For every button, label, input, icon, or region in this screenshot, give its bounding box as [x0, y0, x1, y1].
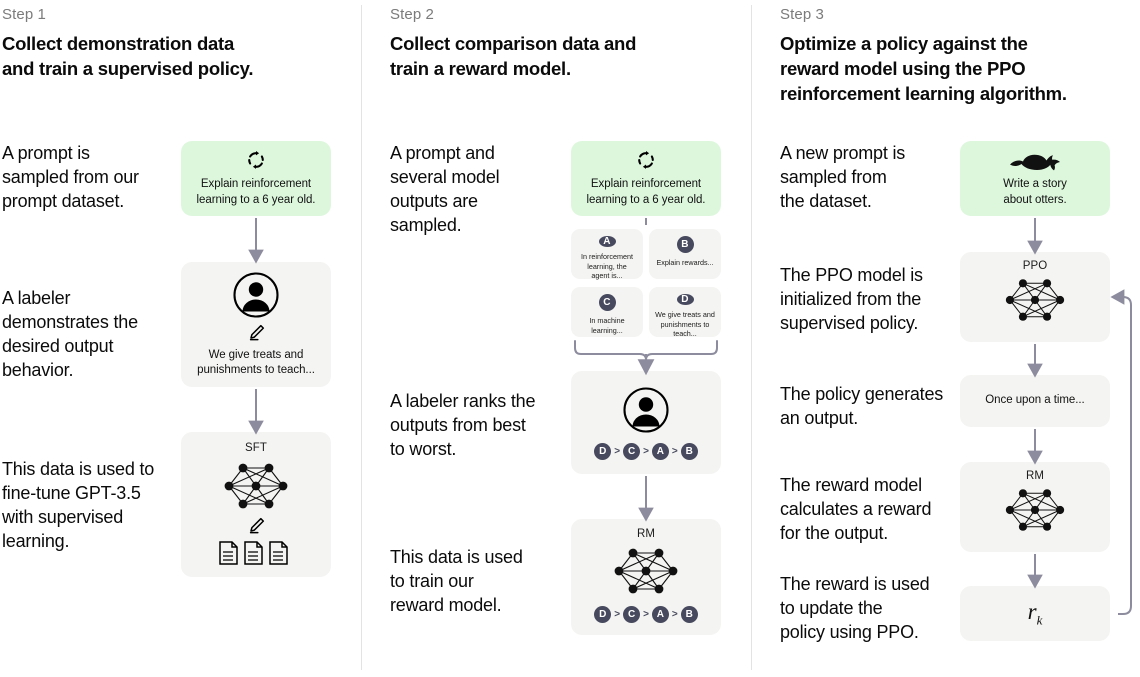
rank-badge-2: C [623, 442, 641, 460]
option-card-c[interactable]: C In machine learning... [571, 287, 643, 337]
rm-rank-badge-2: C [623, 606, 641, 623]
pencil-icon [247, 323, 266, 342]
step-3-title: Optimize a policy against the reward mod… [780, 33, 1067, 104]
step-2-title: Collect comparison data and train a rewa… [390, 33, 637, 79]
step-2-column: Step 2 Collect comparison data and train… [390, 0, 751, 677]
step-1-labeler-text: We give treats and punishments to teach.… [197, 348, 315, 376]
step-2-prompt-text: Explain reinforcement learning to a 6 ye… [586, 178, 706, 206]
step-2-rm-box[interactable]: RM [571, 519, 721, 635]
rank-badge-4: B [680, 442, 698, 460]
step-2-ranking-row: D > C > A > B [594, 442, 698, 460]
step-2-prompt-box[interactable]: Explain reinforcement learning to a 6 ye… [571, 141, 721, 216]
step-3-output-box[interactable]: Once upon a time... [960, 375, 1110, 427]
option-badge-d: D [676, 294, 694, 305]
option-text-b: Explain rewards... [656, 258, 714, 267]
option-card-b[interactable]: B Explain rewards... [649, 229, 721, 279]
pencil-icon [247, 516, 266, 535]
step-2-caption-1: A prompt and several model outputs are s… [390, 143, 500, 235]
column-divider-1 [361, 5, 362, 670]
step-3-column: Step 3 Optimize a policy against the rew… [780, 0, 1140, 677]
step-3-rm-box[interactable]: RM [960, 462, 1110, 552]
option-text-c: In machine learning... [589, 316, 625, 335]
option-badge-c: C [598, 294, 616, 311]
option-card-a[interactable]: A In reinforcement learning, the agent i… [571, 229, 643, 281]
step-3-prompt-box[interactable]: Write a story about otters. [960, 141, 1110, 216]
neural-network-icon [1000, 274, 1070, 326]
step-3-ppo-box[interactable]: PPO [960, 252, 1110, 342]
rank-separator-1: > [614, 445, 621, 457]
step-3-reward-box[interactable]: rk [960, 586, 1110, 641]
rm-rank-badge-1: D [594, 606, 612, 623]
step-1-caption-2: A labeler demonstrates the desired outpu… [2, 288, 138, 380]
option-text-a: In reinforcement learning, the agent is.… [581, 252, 633, 281]
step-1-caption-1: A prompt is sampled from our prompt data… [2, 143, 139, 211]
rank-badge-1: D [594, 442, 612, 460]
option-badge-a: A [598, 236, 616, 247]
step-3-caption-5: The reward is used to update the policy … [780, 574, 930, 642]
step-3-caption-3: The policy generates an output. [780, 384, 944, 428]
step-3-caption-1: A new prompt is sampled from the dataset… [780, 143, 906, 211]
refresh-cycle-icon [635, 149, 657, 171]
reward-symbol-subscript: k [1036, 612, 1043, 628]
neural-network-icon [609, 543, 683, 599]
step-1-caption-3: This data is used to fine-tune GPT-3.5 w… [2, 459, 155, 551]
rank-separator-3: > [671, 445, 678, 457]
step-1-title: Collect demonstration data and train a s… [2, 33, 254, 79]
step-1-prompt-box[interactable]: Explain reinforcement learning to a 6 ye… [181, 141, 331, 216]
step-1-labeler-box[interactable]: We give treats and punishments to teach.… [181, 262, 331, 387]
step-1-label: Step 1 [2, 6, 46, 23]
step-2-caption-3: This data is used to train our reward mo… [390, 547, 523, 615]
step-1-sft-title: SFT [244, 442, 268, 454]
documents-icon [218, 540, 294, 566]
step-2-labeler-rank-box[interactable]: D > C > A > B [571, 371, 721, 474]
otter-icon [1008, 149, 1062, 173]
person-icon [622, 386, 670, 434]
neural-network-icon [219, 458, 293, 514]
column-divider-2 [751, 5, 752, 670]
option-card-d[interactable]: D We give treats and punishments to teac… [649, 287, 721, 339]
rm-rank-badge-4: B [680, 606, 698, 623]
step-3-label: Step 3 [780, 6, 824, 23]
option-badge-b: B [676, 236, 694, 253]
rank-separator-2: > [643, 445, 649, 457]
step-3-caption-4: The reward model calculates a reward for… [780, 475, 932, 543]
step-3-output-text: Once upon a time... [985, 394, 1085, 407]
rm-rank-separator-3: > [671, 609, 678, 620]
step-3-prompt-text: Write a story about otters. [1003, 178, 1067, 206]
step-1-column: Step 1 Collect demonstration data and tr… [0, 0, 361, 677]
reward-symbol-base: r [1027, 598, 1037, 624]
person-icon [232, 271, 280, 319]
neural-network-icon [1000, 484, 1070, 536]
step-1-sft-box[interactable]: SFT [181, 432, 331, 577]
step-3-rm-title: RM [1025, 470, 1045, 482]
refresh-cycle-icon [245, 149, 267, 171]
rm-rank-badge-3: A [651, 606, 669, 623]
rank-badge-3: A [651, 442, 669, 460]
step-1-prompt-text: Explain reinforcement learning to a 6 ye… [196, 178, 316, 206]
step-2-label: Step 2 [390, 6, 434, 23]
step-2-rm-ranking-row: D > C > A > B [594, 606, 698, 623]
step-3-ppo-title: PPO [1022, 260, 1048, 272]
step-3-caption-2: The PPO model is initialized from the su… [780, 265, 923, 333]
rm-rank-separator-1: > [614, 609, 621, 620]
step-2-rm-title: RM [636, 528, 656, 540]
rm-rank-separator-2: > [643, 609, 649, 620]
step-2-caption-2: A labeler ranks the outputs from best to… [390, 391, 536, 459]
option-text-d: We give treats and punishments to teach.… [655, 310, 715, 339]
reward-symbol: rk [1028, 599, 1043, 629]
